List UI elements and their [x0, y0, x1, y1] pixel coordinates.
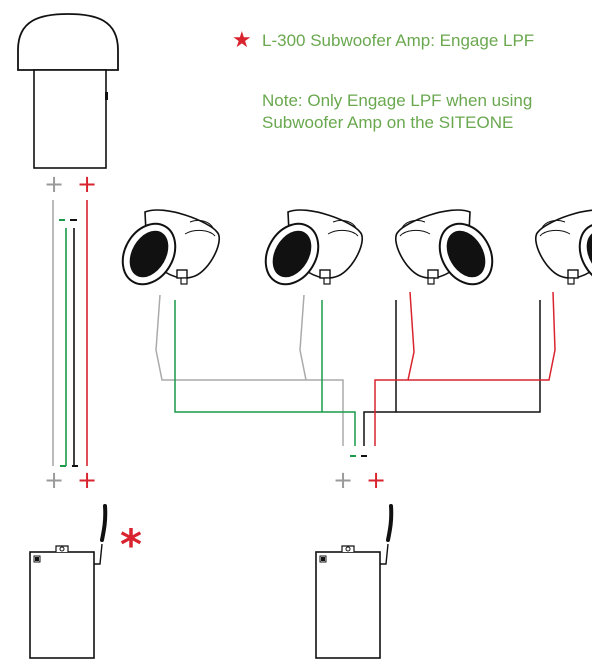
left-wire-bundle — [52, 200, 88, 467]
speaker-icon — [111, 209, 221, 295]
subwoofer-negative-terminal: + — [44, 170, 65, 198]
lpf-note-title: L-300 Subwoofer Amp: Engage LPF — [262, 31, 535, 50]
speaker-icon — [534, 209, 592, 295]
lpf-note-line1: Note: Only Engage LPF when using — [262, 91, 533, 110]
speaker-wiring — [155, 291, 556, 457]
lpf-note-line2: Subwoofer Amp on the SITEONE — [262, 113, 514, 132]
subwoofer-positive-terminal: + — [77, 170, 98, 198]
amp-star-icon: * — [120, 520, 142, 569]
right-amp-negative-terminal: + — [333, 466, 354, 494]
star-icon: ★ — [232, 28, 252, 53]
right-amp-positive-terminal: + — [366, 466, 387, 494]
subwoofer-icon — [17, 13, 119, 169]
speaker-icon — [254, 209, 364, 295]
left-amp-negative-terminal: + — [44, 466, 65, 494]
left-amp-positive-terminal: + — [77, 466, 98, 494]
speaker-icon — [394, 209, 504, 295]
amplifier-icon — [314, 504, 394, 660]
amplifier-icon — [28, 504, 108, 660]
